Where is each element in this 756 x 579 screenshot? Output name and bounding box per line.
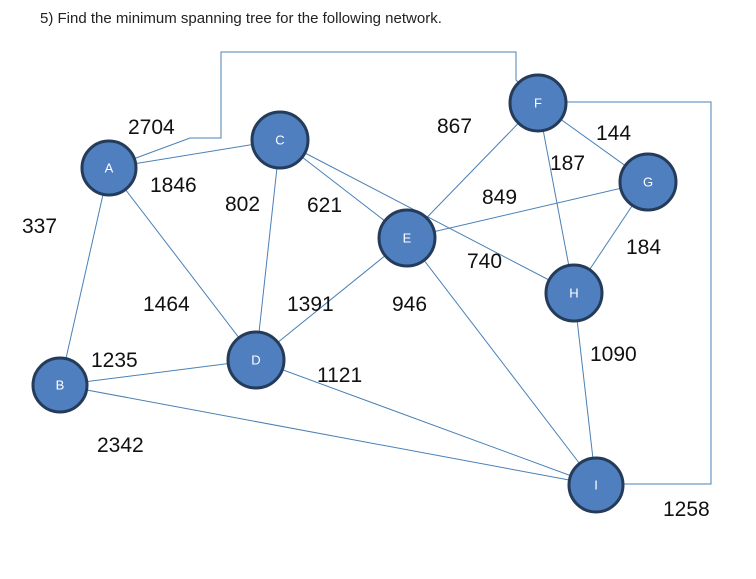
node-circle-a <box>80 139 138 197</box>
node-e: E <box>377 208 437 268</box>
node-circle-e <box>377 208 437 268</box>
node-d: D <box>226 330 286 390</box>
question-text: 5) Find the minimum spanning tree for th… <box>40 10 442 27</box>
node-circle-b <box>31 356 89 414</box>
edge-a-d <box>108 167 257 361</box>
edge-weight-a-c: 1846 <box>150 174 197 197</box>
node-label-i: I <box>594 478 598 493</box>
edge-h-i <box>573 292 597 486</box>
node-label-c: C <box>275 133 284 148</box>
edge-weight-f-h: 187 <box>550 152 585 175</box>
edge-f-h <box>537 102 575 294</box>
edge-a-f <box>108 51 539 169</box>
edge-f-e <box>406 102 539 239</box>
edge-weight-f-i: 1258 <box>663 498 710 521</box>
edge-weight-h-i: 1090 <box>590 343 637 366</box>
node-circle-c <box>250 110 310 170</box>
edge-weight-d-i: 1121 <box>317 364 362 387</box>
node-label-h: H <box>569 286 578 301</box>
node-circle-h <box>544 263 604 323</box>
edge-a-b <box>59 167 110 386</box>
node-label-f: F <box>534 96 542 111</box>
node-circle-d <box>226 330 286 390</box>
node-g: G <box>618 152 678 212</box>
node-circle-i <box>567 456 625 514</box>
edge-weight-f-e: 867 <box>437 115 472 138</box>
edge-weight-c-d: 802 <box>225 193 260 216</box>
edge-d-i <box>255 359 597 486</box>
edge-weight-a-f: 2704 <box>128 116 175 139</box>
node-label-d: D <box>251 353 260 368</box>
edge-c-d <box>255 139 281 361</box>
edge-weight-g-h: 184 <box>626 236 661 259</box>
node-label-a: A <box>105 161 114 176</box>
edge-weight-g-e: 849 <box>482 186 517 209</box>
node-f: F <box>508 73 568 133</box>
node-circle-g <box>618 152 678 212</box>
node-c: C <box>250 110 310 170</box>
node-circle-f <box>508 73 568 133</box>
node-label-g: G <box>643 175 653 190</box>
edge-weight-c-h: 740 <box>467 250 502 273</box>
node-label-e: E <box>403 231 412 246</box>
edge-weight-a-d: 1464 <box>143 293 190 316</box>
weights-layer: 2704 1846 337 1464 802 621 740 867 144 187 1258 849… <box>22 115 710 521</box>
edge-g-e <box>406 181 649 239</box>
node-i: I <box>567 456 625 514</box>
edge-e-i <box>406 237 597 486</box>
edge-weight-b-i: 2342 <box>97 434 144 457</box>
edge-weight-e-i: 946 <box>392 293 427 316</box>
node-b: B <box>31 356 89 414</box>
nodes-layer: A B C D E F G H I <box>31 73 678 514</box>
edge-weight-f-g: 144 <box>596 122 631 145</box>
edge-weight-c-e: 621 <box>307 194 342 217</box>
edge-b-d <box>59 359 257 386</box>
edge-weight-e-d: 1391 <box>287 293 334 316</box>
node-a: A <box>80 139 138 197</box>
node-label-b: B <box>56 378 65 393</box>
edge-e-d <box>255 237 408 361</box>
node-h: H <box>544 263 604 323</box>
edge-b-i <box>59 384 597 486</box>
edge-weight-b-d: 1235 <box>91 349 138 372</box>
edge-weight-a-b: 337 <box>22 215 57 238</box>
